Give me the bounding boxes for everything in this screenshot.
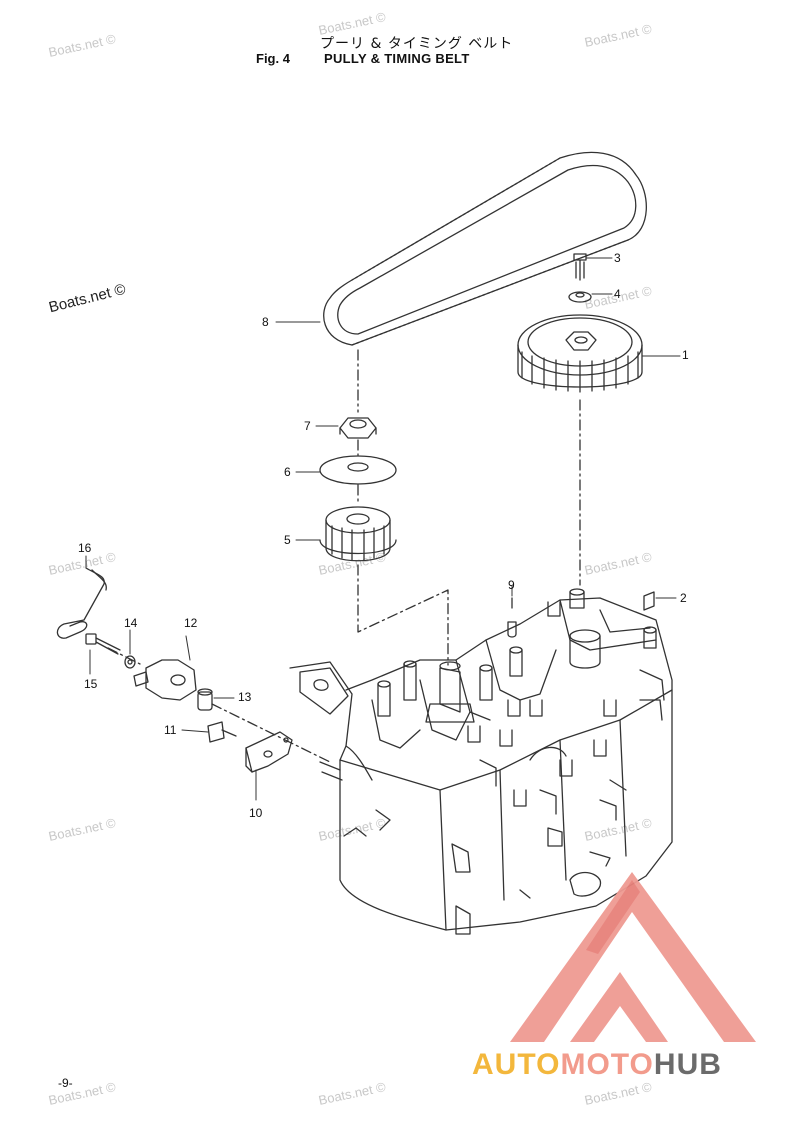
brand-part-moto: MOTO — [560, 1048, 654, 1081]
washer-part-4 — [568, 291, 592, 303]
brand-wordmark: AUTOMOTOHUB — [472, 1048, 722, 1082]
sensor-part-12 — [133, 659, 197, 701]
callout-3: 3 — [614, 251, 621, 265]
callout-6: 6 — [284, 465, 291, 479]
driven-pulley-part-1 — [517, 314, 643, 393]
drive-pulley-part-5 — [319, 506, 397, 562]
callout-1: 1 — [682, 348, 689, 362]
page-number: -9- — [58, 1076, 73, 1090]
wire-clip-part-16 — [56, 567, 107, 639]
brand-logo-triangle — [510, 872, 756, 1042]
callout-13: 13 — [238, 690, 252, 704]
figure-title: PULLY & TIMING BELT — [324, 51, 470, 66]
brand-part-hub: HUB — [653, 1048, 722, 1081]
washer-part-14 — [124, 655, 136, 669]
callout-8: 8 — [262, 315, 269, 329]
bolt-part-15 — [85, 633, 121, 655]
callout-10: 10 — [249, 806, 263, 820]
callout-9: 9 — [508, 578, 515, 592]
callout-7: 7 — [304, 419, 311, 433]
key-part-9 — [507, 621, 517, 638]
bracket-part-10 — [245, 731, 343, 781]
washer-part-6 — [319, 455, 397, 485]
nut-part-7 — [339, 417, 377, 439]
callout-15: 15 — [84, 677, 98, 691]
callout-14: 14 — [124, 616, 138, 630]
callout-5: 5 — [284, 533, 291, 547]
pin-part-2 — [643, 591, 655, 611]
bolt-part-11 — [207, 721, 237, 743]
collar-part-13 — [197, 688, 213, 711]
brand-part-auto: AUTO — [472, 1048, 561, 1081]
engine-block — [289, 588, 673, 935]
callout-11: 11 — [164, 723, 177, 737]
callout-2: 2 — [680, 591, 687, 605]
leader-lines — [85, 257, 681, 801]
callout-12: 12 — [184, 616, 198, 630]
figure-number: Fig. 4 — [256, 51, 290, 66]
bolt-part-3 — [573, 253, 587, 281]
japanese-figure-title: プーリ & タイミング ベルト — [320, 36, 514, 52]
callout-4: 4 — [614, 287, 621, 301]
callout-16: 16 — [78, 541, 92, 555]
timing-belt-part — [323, 151, 647, 346]
